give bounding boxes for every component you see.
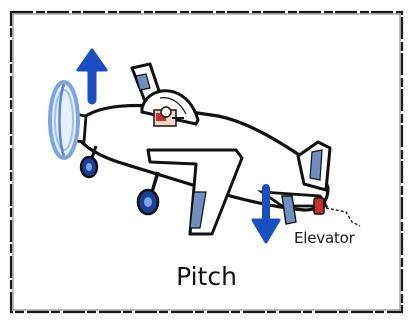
caption: Pitch	[176, 262, 237, 291]
propeller	[48, 80, 80, 160]
pilot-icon	[153, 106, 184, 127]
landing-gear-main	[136, 171, 160, 216]
down-arrow-icon	[251, 184, 281, 244]
landing-gear-front	[79, 145, 99, 179]
up-arrow-icon	[76, 48, 108, 105]
horizontal-stabilizer	[257, 190, 329, 225]
main-wing	[146, 148, 244, 236]
elevator-leader-line	[325, 207, 361, 227]
cockpit-canopy	[140, 89, 200, 126]
tail-light	[313, 197, 325, 215]
card-frame	[9, 10, 404, 314]
elevator-label: Elevator	[294, 229, 355, 247]
